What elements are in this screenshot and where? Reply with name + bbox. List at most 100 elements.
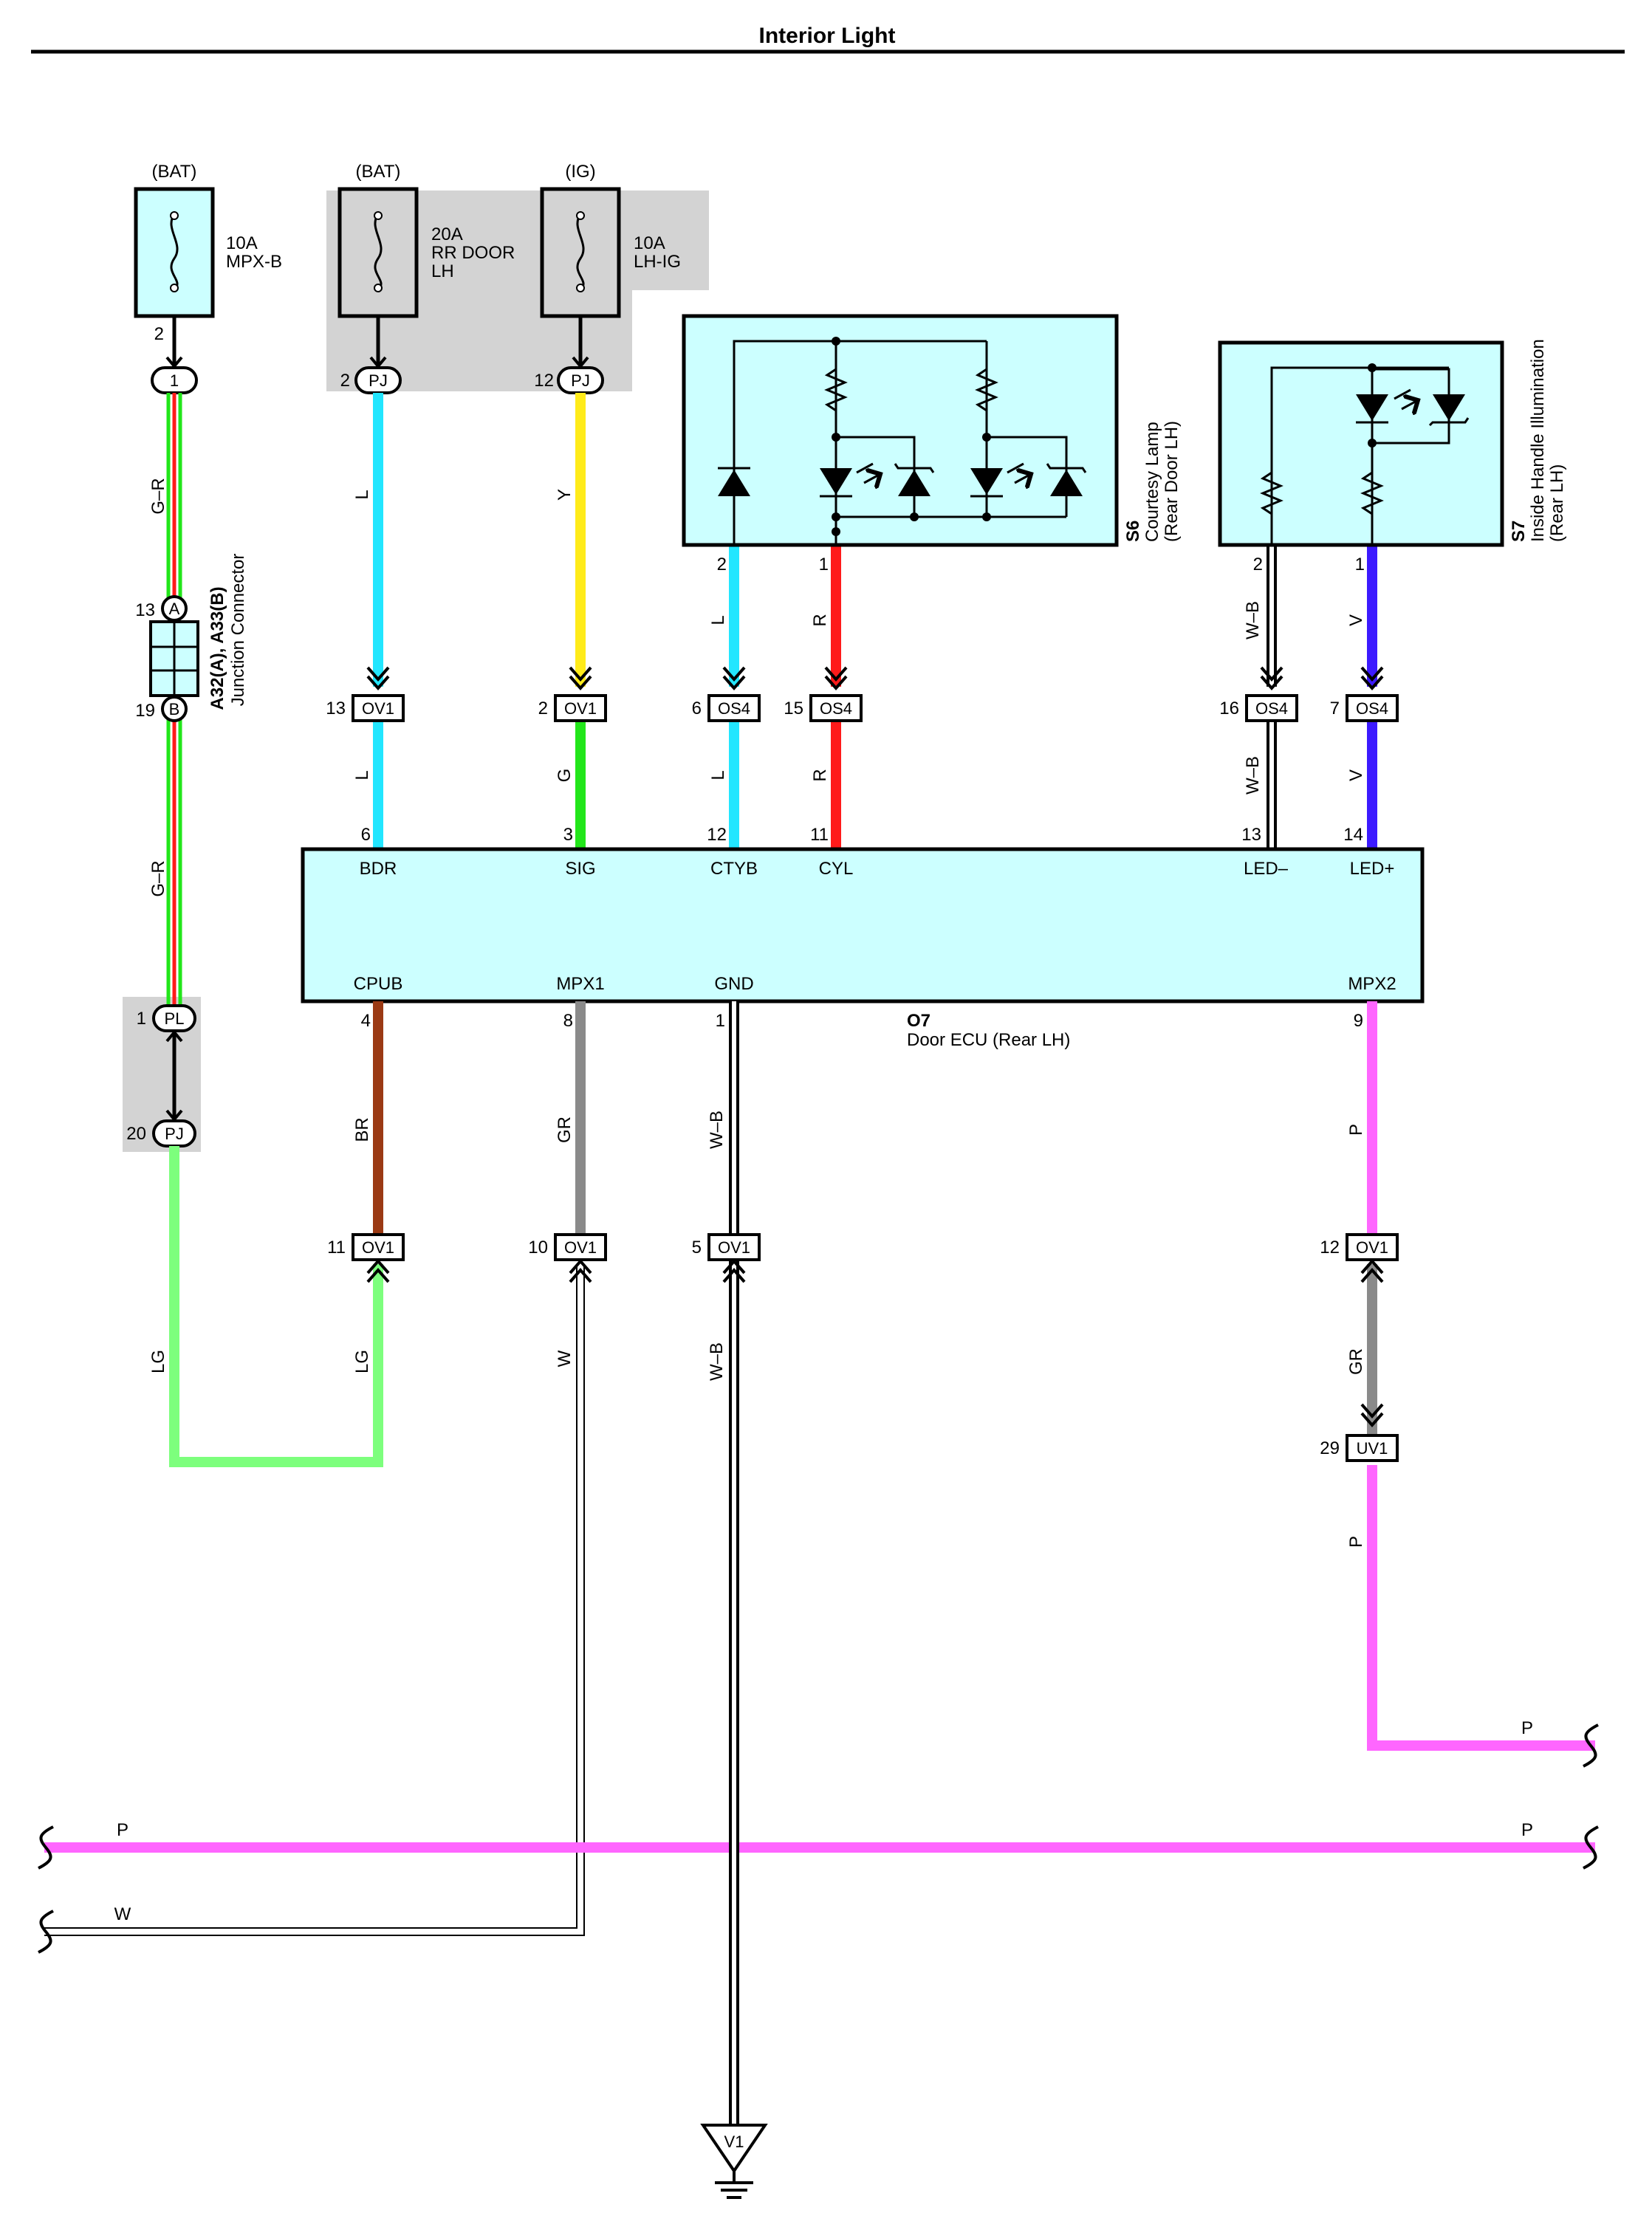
chevron-icon [366,666,390,691]
wire-label: G–R [148,478,168,514]
connector-ov1-12: OV1 12 [1320,1233,1399,1283]
ecu-pin: 11 [810,825,829,845]
ecu-pin: 13 [1241,825,1261,845]
fuse-mpx-b: (BAT) 10A MPX-B 2 1 [134,162,282,394]
fuse-icon [374,213,383,291]
fuse-rating: 10A [226,233,258,253]
diode-icon [718,470,750,496]
connector-pin: 11 [327,1238,346,1258]
component-name: Courtesy Lamp [1142,422,1162,542]
pl-pj-connector: PL 1 PJ 20 [126,1004,196,1147]
fuse-pin: 2 [340,371,350,391]
connector-ov1-2: OV1 2 [538,666,607,722]
wire-label: GR [555,1116,575,1143]
fuse-box [540,187,621,318]
ecu-pin: 6 [361,825,371,845]
connector-label: OV1 [1356,1238,1388,1257]
connector-ov1-5: OV1 5 [692,1233,761,1283]
junction-connector: A 13 B 19 A32(A), A33(B) Junction Connec… [135,554,248,722]
fuse-terminal [170,211,179,220]
fuse-icon [170,213,179,291]
component-name: (Rear LH) [1547,464,1567,542]
break-icon [38,1825,54,1870]
page-title: Interior Light [759,24,896,48]
wire-y-g-sig: Y G [555,393,586,849]
wire-label: W [555,1350,575,1367]
fuse-name: LH [431,261,454,281]
ecu-pin: 14 [1343,825,1363,845]
wire-label: Y [555,489,575,501]
junction-description: Junction Connector [228,554,248,707]
ground-icon [700,2124,768,2174]
fuse-rating: 10A [634,233,665,253]
light-rays-icon [1394,390,1418,409]
ecu-terminal-label: SIG [565,859,595,879]
wire-label: R [810,614,830,626]
chevron-icon [1260,666,1283,691]
arrow-icon [165,1029,183,1043]
ecu-pin: 3 [563,825,573,845]
connector-label: PJ [571,371,590,390]
ecu-pin: 1 [716,1011,725,1031]
connector-pin: 15 [784,699,803,718]
connector-label: OS4 [1255,699,1288,718]
fuse-terminal [576,211,585,220]
connector-pin: 20 [126,1124,146,1144]
component-pin: 2 [1253,555,1263,574]
fuse-name: MPX-B [226,252,282,272]
led-icon [970,468,1003,495]
wire-label: R [810,769,830,781]
wire-label: G–R [148,860,168,896]
fuse-terminal [170,284,179,292]
wire-label: L [352,490,372,499]
connector-pin: 12 [1320,1238,1340,1258]
ecu-name: Door ECU (Rear LH) [907,1030,1070,1050]
connector-os4-6: OS4 6 [692,666,761,722]
fuse-icon [576,213,585,291]
connector-ov1-13: OV1 13 [326,666,405,722]
connector-ov1-11: OV1 11 [327,1233,405,1283]
wire-label: LG [148,1350,168,1373]
connector-label: 1 [170,371,179,390]
connector-pin: 13 [326,699,346,718]
component-pin: 1 [819,555,829,574]
ecu-terminal-label: LED– [1244,859,1289,879]
chevron-icon [569,666,592,691]
wire-r-cyl: R R [810,545,841,849]
fuse-terminal [576,284,585,292]
wire-label: P [1521,1820,1533,1840]
connector-label: PJ [369,371,388,390]
ecu-id: O7 [907,1011,930,1031]
connector-label: OV1 [362,699,394,718]
junction-pin-letter: A [169,600,180,618]
connector-label: OS4 [820,699,852,718]
ecu-terminal-label: MPX1 [556,974,604,994]
wire-p-bus: P P [44,1820,1595,1853]
wire-label: P [117,1820,128,1840]
wire-p-mpx2: P GR P P [1346,1001,1595,1751]
connector-label: OS4 [718,699,750,718]
wire-label: W–B [707,1342,727,1381]
junction-pin-b [161,696,188,722]
wire-label: W–B [1243,756,1263,795]
fuse-box [134,187,215,318]
chevron-icon [366,1258,390,1283]
wire-label: W–B [1243,601,1263,639]
wire-label: P [1521,1718,1533,1738]
wire-l-bdr: L L [352,393,383,849]
wire-label: G [555,769,575,783]
led-icon [820,468,852,495]
connector-pin: 29 [1320,1438,1340,1458]
zener-diode-icon [898,470,930,496]
junction-name: A32(A), A33(B) [208,586,227,710]
resistor-icon [975,368,998,412]
wire-br-cpub: BR [352,1001,383,1233]
wire-label: GR [1346,1348,1366,1375]
wire-break-symbols [38,1723,1599,1954]
lower-connector-row: OV1 11 OV1 10 OV1 5 OV1 12 UV1 29 [327,1233,1399,1462]
fuse-pin: 12 [534,371,554,391]
wire-v-led-plus: V V [1346,545,1377,849]
connector-pin: 5 [692,1238,702,1258]
component-id: S6 [1123,521,1143,542]
